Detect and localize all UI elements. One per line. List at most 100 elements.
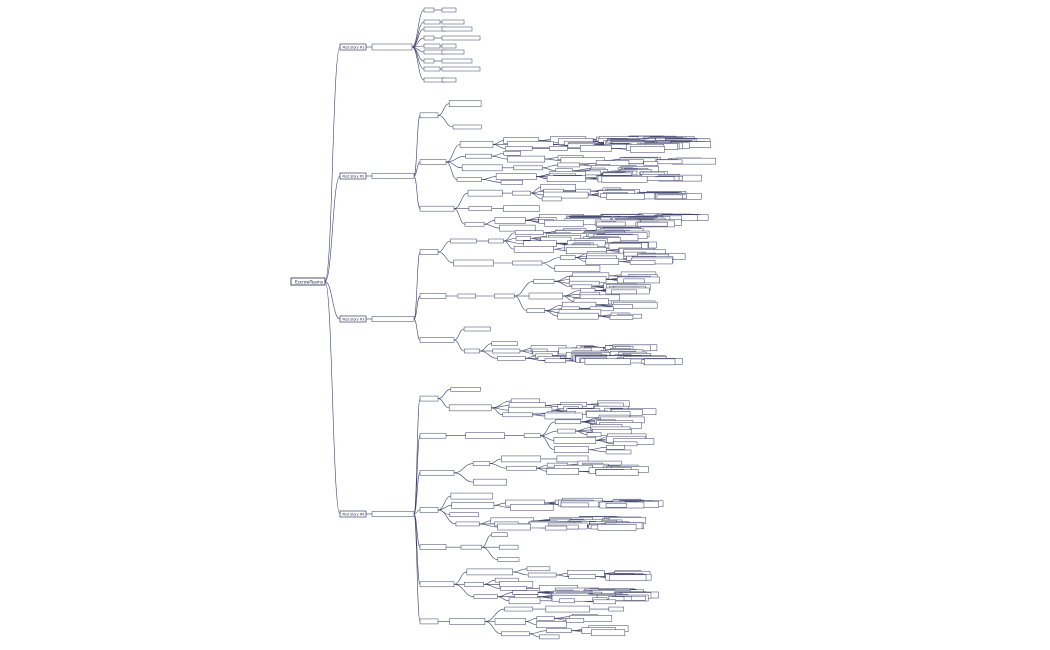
mindmap-node[interactable]: [584, 170, 602, 176]
mindmap-node[interactable]: [419, 337, 455, 343]
mindmap-node[interactable]: [494, 217, 526, 224]
mindmap-node[interactable]: [541, 196, 562, 202]
mindmap-node[interactable]: [557, 162, 580, 168]
mindmap-node[interactable]: [585, 258, 619, 265]
mindmap-node[interactable]: [468, 206, 492, 211]
mindmap-node[interactable]: [497, 557, 520, 562]
mindmap-node[interactable]: [526, 566, 551, 572]
mindmap-node[interactable]: [448, 404, 492, 412]
mindmap-node[interactable]: [461, 164, 503, 172]
mindmap-node[interactable]: [441, 26, 473, 32]
mindmap-node[interactable]: [423, 19, 441, 25]
mindmap-node[interactable]: [544, 412, 583, 420]
mindmap-node[interactable]: [441, 49, 465, 55]
mindmap-node[interactable]: [557, 428, 576, 434]
mindmap-node[interactable]: [535, 621, 567, 628]
mindmap-node[interactable]: [637, 221, 668, 227]
mindmap-node[interactable]: [609, 315, 634, 320]
mindmap-node[interactable]: [504, 606, 533, 612]
mindmap-node[interactable]: [591, 629, 626, 637]
mindmap-node[interactable]: [593, 599, 616, 605]
mindmap-node[interactable]: [423, 58, 435, 64]
mindmap-node[interactable]: [450, 387, 481, 392]
mindmap-node[interactable]: [609, 574, 647, 582]
mindmap-node[interactable]: [459, 141, 494, 148]
branch-node-3[interactable]: Post Story #3: [339, 315, 367, 323]
mindmap-node[interactable]: [498, 544, 519, 550]
mindmap-node[interactable]: [500, 586, 527, 591]
mindmap-node[interactable]: [544, 358, 566, 364]
mindmap-node[interactable]: [473, 594, 498, 599]
mindmap-node[interactable]: [623, 278, 645, 284]
mindmap-node[interactable]: [419, 112, 439, 119]
mindmap-node[interactable]: [419, 293, 447, 299]
mindmap-node[interactable]: [501, 631, 530, 637]
mindmap-node[interactable]: [605, 449, 632, 455]
mindmap-node[interactable]: [419, 432, 447, 439]
mindmap-node[interactable]: [460, 544, 482, 550]
root-node[interactable]: EscrowTeams: [290, 277, 326, 286]
mindmap-node[interactable]: [554, 419, 582, 425]
mindmap-node[interactable]: [503, 205, 540, 212]
mindmap-node[interactable]: [545, 605, 590, 613]
mindmap-node[interactable]: [448, 100, 482, 107]
mindmap-node[interactable]: [455, 521, 480, 527]
mindmap-node[interactable]: [491, 532, 508, 538]
mindmap-node[interactable]: [495, 173, 537, 180]
mindmap-node[interactable]: [371, 43, 413, 51]
mindmap-node[interactable]: [419, 159, 447, 165]
mindmap-node[interactable]: [512, 260, 543, 266]
mindmap-node[interactable]: [656, 194, 683, 200]
mindmap-node[interactable]: [419, 470, 455, 476]
mindmap-node[interactable]: [463, 326, 491, 332]
mindmap-node[interactable]: [606, 445, 625, 450]
mindmap-node[interactable]: [488, 238, 504, 244]
mindmap-node[interactable]: [528, 292, 564, 300]
mindmap-node[interactable]: [441, 43, 457, 49]
mindmap-node[interactable]: [419, 395, 439, 402]
mindmap-node[interactable]: [656, 159, 683, 165]
mindmap-node[interactable]: [560, 255, 576, 260]
mindmap-node[interactable]: [595, 469, 639, 476]
mindmap-node[interactable]: [612, 304, 633, 309]
mindmap-node[interactable]: [586, 432, 602, 437]
mindmap-node[interactable]: [544, 525, 568, 531]
mindmap-node[interactable]: [464, 221, 485, 227]
mindmap-node[interactable]: [441, 77, 457, 83]
mindmap-node[interactable]: [423, 7, 435, 13]
mindmap-node[interactable]: [450, 238, 477, 244]
mindmap-node[interactable]: [560, 502, 589, 508]
mindmap-node[interactable]: [419, 507, 439, 513]
mindmap-node[interactable]: [584, 358, 631, 365]
mindmap-node[interactable]: [464, 348, 480, 354]
mindmap-node[interactable]: [456, 177, 482, 182]
mindmap-node[interactable]: [613, 441, 638, 447]
mindmap-node[interactable]: [441, 19, 465, 25]
mindmap-node[interactable]: [544, 220, 584, 227]
mindmap-node[interactable]: [504, 146, 533, 151]
mindmap-node[interactable]: [596, 221, 626, 227]
mindmap-node[interactable]: [512, 590, 539, 595]
mindmap-node[interactable]: [533, 279, 555, 284]
mindmap-node[interactable]: [606, 193, 645, 200]
mindmap-node[interactable]: [453, 259, 494, 267]
mindmap-node[interactable]: [465, 432, 505, 439]
mindmap-node[interactable]: [452, 124, 482, 130]
mindmap-node[interactable]: [512, 190, 531, 196]
mindmap-node[interactable]: [553, 446, 589, 453]
mindmap-node[interactable]: [502, 412, 533, 418]
mindmap-node[interactable]: [557, 312, 599, 320]
mindmap-node[interactable]: [497, 356, 526, 361]
mindmap-node[interactable]: [523, 433, 541, 438]
mindmap-node[interactable]: [466, 568, 513, 576]
mindmap-node[interactable]: [554, 265, 601, 272]
mindmap-node[interactable]: [645, 176, 675, 181]
mindmap-node[interactable]: [457, 293, 476, 299]
mindmap-node[interactable]: [441, 58, 473, 64]
mindmap-node[interactable]: [536, 616, 555, 621]
mindmap-node[interactable]: [423, 66, 441, 72]
mindmap-node[interactable]: [553, 437, 597, 444]
mindmap-node[interactable]: [508, 597, 541, 605]
mindmap-node[interactable]: [568, 280, 600, 286]
mindmap-node[interactable]: [441, 66, 481, 72]
